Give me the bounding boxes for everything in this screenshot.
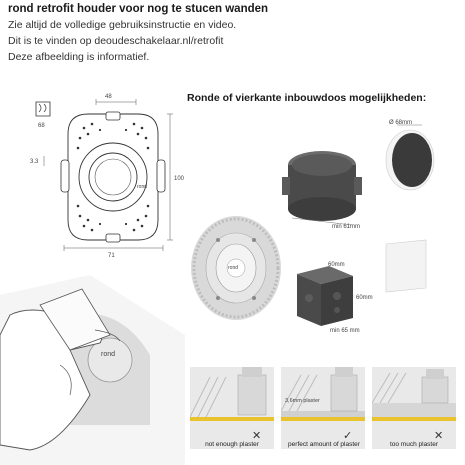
plaster-panel-too-much: ✕ xyxy=(371,367,456,449)
instruction-line-3: Deze afbeelding is informatief. xyxy=(8,51,150,63)
mark-too-much: ✕ xyxy=(434,430,443,442)
mark-perfect: ✓ xyxy=(343,430,352,442)
plastered-holder-illustration xyxy=(191,216,281,320)
caption-perfect: perfect amount of plaster xyxy=(288,441,360,448)
caption-too-much: too much plaster xyxy=(389,441,439,448)
page-title: rond retrofit houder voor nog te stucen … xyxy=(8,3,269,15)
plaster-panel-perfect: ✓ xyxy=(280,367,365,449)
square-width-label: 60mm xyxy=(328,262,345,268)
plaster-panels: ✕ not enough plaster ✓ 3,6mm plaster per… xyxy=(186,363,463,463)
holder-brand-label: rond xyxy=(228,265,239,271)
plaster-thickness-label: 3,6mm plaster xyxy=(285,398,320,404)
square-depth-label: min 65 mm xyxy=(330,328,360,334)
round-box-illustration xyxy=(282,124,435,226)
dim-bottom: 71 xyxy=(108,253,115,259)
dim-icon: 68 xyxy=(38,123,45,129)
instruction-line-2: Dit is te vinden op deoudeschakelaar.nl/… xyxy=(8,35,224,47)
dim-right: 100 xyxy=(174,176,185,182)
hand-scene-brand-label: rond xyxy=(101,351,116,358)
square-cover-illustration xyxy=(385,239,427,293)
profile-icon xyxy=(35,101,51,117)
plaster-panel-not-enough: ✕ xyxy=(189,367,274,449)
instruction-line-1: Zie altijd de volledige gebruiksinstruct… xyxy=(8,19,237,31)
plastering-hand-illustration xyxy=(0,275,185,465)
square-height-label: 60mm xyxy=(356,295,373,301)
dim-top: 48 xyxy=(105,94,112,100)
options-heading: Ronde of vierkante inbouwdoos mogelijkhe… xyxy=(187,92,427,104)
round-diameter-label: Ø 68mm xyxy=(389,120,413,126)
holder-technical-drawing: 48 100 71 3.3 68 rond xyxy=(30,94,185,259)
square-box-illustration xyxy=(297,266,353,326)
round-depth-label: min 61mm xyxy=(332,224,361,230)
caption-not-enough: not enough plaster xyxy=(205,441,259,448)
dim-left: 3.3 xyxy=(30,159,39,165)
mark-not-enough: ✕ xyxy=(252,430,261,442)
holder-plate-outline xyxy=(60,111,166,243)
drawing-brand-label: rond xyxy=(137,184,147,190)
